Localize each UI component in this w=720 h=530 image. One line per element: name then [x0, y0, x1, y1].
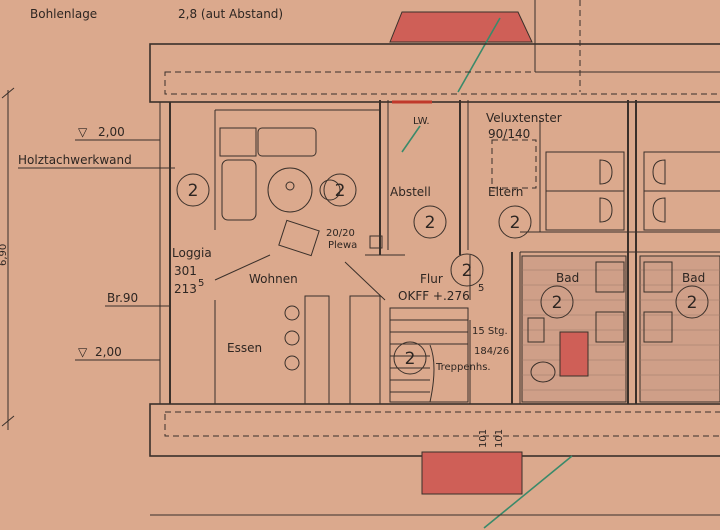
bad-1-label: Bad	[556, 271, 579, 285]
eave-top-dashed	[164, 71, 720, 95]
bath-shaft	[559, 331, 589, 377]
plewa-size: 20/20	[326, 228, 355, 239]
level-value-2: 2,00	[95, 345, 122, 359]
bed-2-pillow-a	[652, 159, 666, 185]
level-mark-1: ▽	[78, 125, 88, 139]
room-marker-treppe: 2	[393, 341, 427, 375]
flur-label: Flur	[420, 272, 443, 286]
armchair-top	[219, 127, 257, 157]
room-marker-wohnen: 2	[323, 173, 357, 207]
bath-1-floor	[521, 255, 627, 403]
velux-window	[491, 139, 537, 189]
bath-tiles	[522, 269, 720, 391]
chimney-box	[369, 235, 383, 249]
stairs-count: 15 Stg.	[472, 326, 508, 337]
stove-plewa	[278, 219, 320, 257]
abstell-label: Abstell	[390, 185, 431, 199]
bohlenlage-label: Bohlenlage	[30, 7, 97, 21]
side-table	[319, 179, 341, 201]
eltern-label: Eltern	[488, 185, 523, 199]
loggia-dim-1: 301	[174, 264, 197, 278]
dimension-left-label: 6,90	[0, 244, 9, 266]
roof-window-bottom	[421, 451, 523, 495]
swing-mark-top	[457, 17, 501, 93]
floor-mark-label: Br.90	[107, 291, 138, 305]
eave-top	[149, 43, 720, 103]
bed-1-pillow-a	[599, 159, 613, 185]
diagonal-wall-left	[214, 254, 271, 281]
bath-1-fixture-b	[595, 311, 625, 343]
velux-size: 90/140	[488, 127, 530, 141]
coffee-table	[267, 167, 313, 213]
sofa-left	[221, 159, 257, 221]
bath-2-fixture-a	[643, 261, 673, 293]
bad-2-label: Bad	[682, 271, 705, 285]
plewa-label: Plewa	[328, 240, 357, 251]
lw-swing	[401, 125, 421, 153]
chair-2	[284, 330, 300, 346]
essen-label: Essen	[227, 341, 262, 355]
dimension-tick-top	[1, 87, 15, 99]
bottom-dim-2: 101	[494, 429, 505, 448]
room-marker-bad-2: 2	[675, 285, 709, 319]
eave-bottom-dashed	[164, 411, 720, 437]
bath-1-fixture-a	[595, 261, 625, 293]
chair-3	[284, 355, 300, 371]
bohlenlage-value: 2,8 (aut Abstand)	[178, 7, 283, 21]
washbasin	[527, 317, 545, 343]
dimension-tick-bottom	[1, 415, 15, 427]
wall-type-label: Holztachwerkwand	[18, 153, 132, 167]
velux-label: Veluxtenster	[486, 111, 562, 125]
treppenhaus-label: Treppenhs.	[435, 362, 491, 373]
loggia-dim-2-sup: 5	[198, 278, 204, 289]
bed-1-pillow-b	[599, 197, 613, 223]
room-marker-flur: 2	[450, 253, 484, 287]
coffee-table-center	[285, 181, 295, 191]
bed-2-pillow-b	[652, 197, 666, 223]
roof-window-top	[389, 11, 533, 43]
chair-1	[284, 305, 300, 321]
diagonal-wall-right	[344, 261, 386, 301]
loggia-label: Loggia	[172, 246, 212, 260]
flur-level: OKFF +.276	[398, 289, 470, 303]
svg-text:2: 2	[552, 293, 563, 313]
svg-text:2: 2	[405, 349, 416, 369]
svg-text:2: 2	[462, 261, 473, 281]
flur-level-sup: 5	[478, 283, 484, 294]
lw-label: LW.	[413, 116, 430, 127]
sideboard	[349, 295, 381, 405]
toilet	[530, 361, 556, 383]
svg-text:2: 2	[510, 213, 521, 233]
staircase	[389, 307, 471, 404]
level-value-1: 2,00	[98, 125, 125, 139]
room-marker-abstell: 2	[413, 205, 447, 239]
bath-2-floor	[639, 255, 720, 403]
sofa-top	[257, 127, 317, 157]
level-mark-2: ▽	[78, 345, 88, 359]
svg-text:2: 2	[188, 181, 199, 201]
svg-text:2: 2	[425, 213, 436, 233]
room-marker-bad-1: 2	[540, 285, 574, 319]
room-marker-eltern: 2	[498, 205, 532, 239]
dining-table	[304, 295, 330, 405]
swing-mark-bottom	[483, 455, 573, 529]
stairs-size: 184/26	[474, 346, 509, 357]
loggia-dim-2: 213	[174, 282, 197, 296]
room-marker-loggia: 2	[176, 173, 210, 207]
bottom-dim-1: 101	[478, 429, 489, 448]
svg-text:2: 2	[687, 293, 698, 313]
svg-text:2: 2	[335, 181, 346, 201]
bath-2-fixture-b	[643, 311, 673, 343]
wohnen-label: Wohnen	[249, 272, 298, 286]
